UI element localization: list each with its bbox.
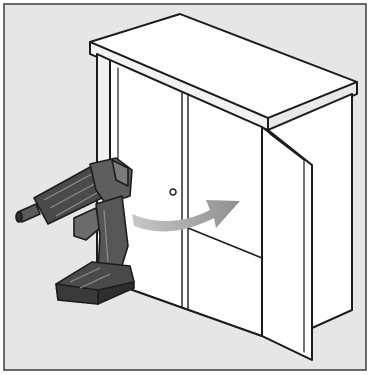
glue-gun-handle [96,196,128,272]
door-knob [170,189,176,195]
